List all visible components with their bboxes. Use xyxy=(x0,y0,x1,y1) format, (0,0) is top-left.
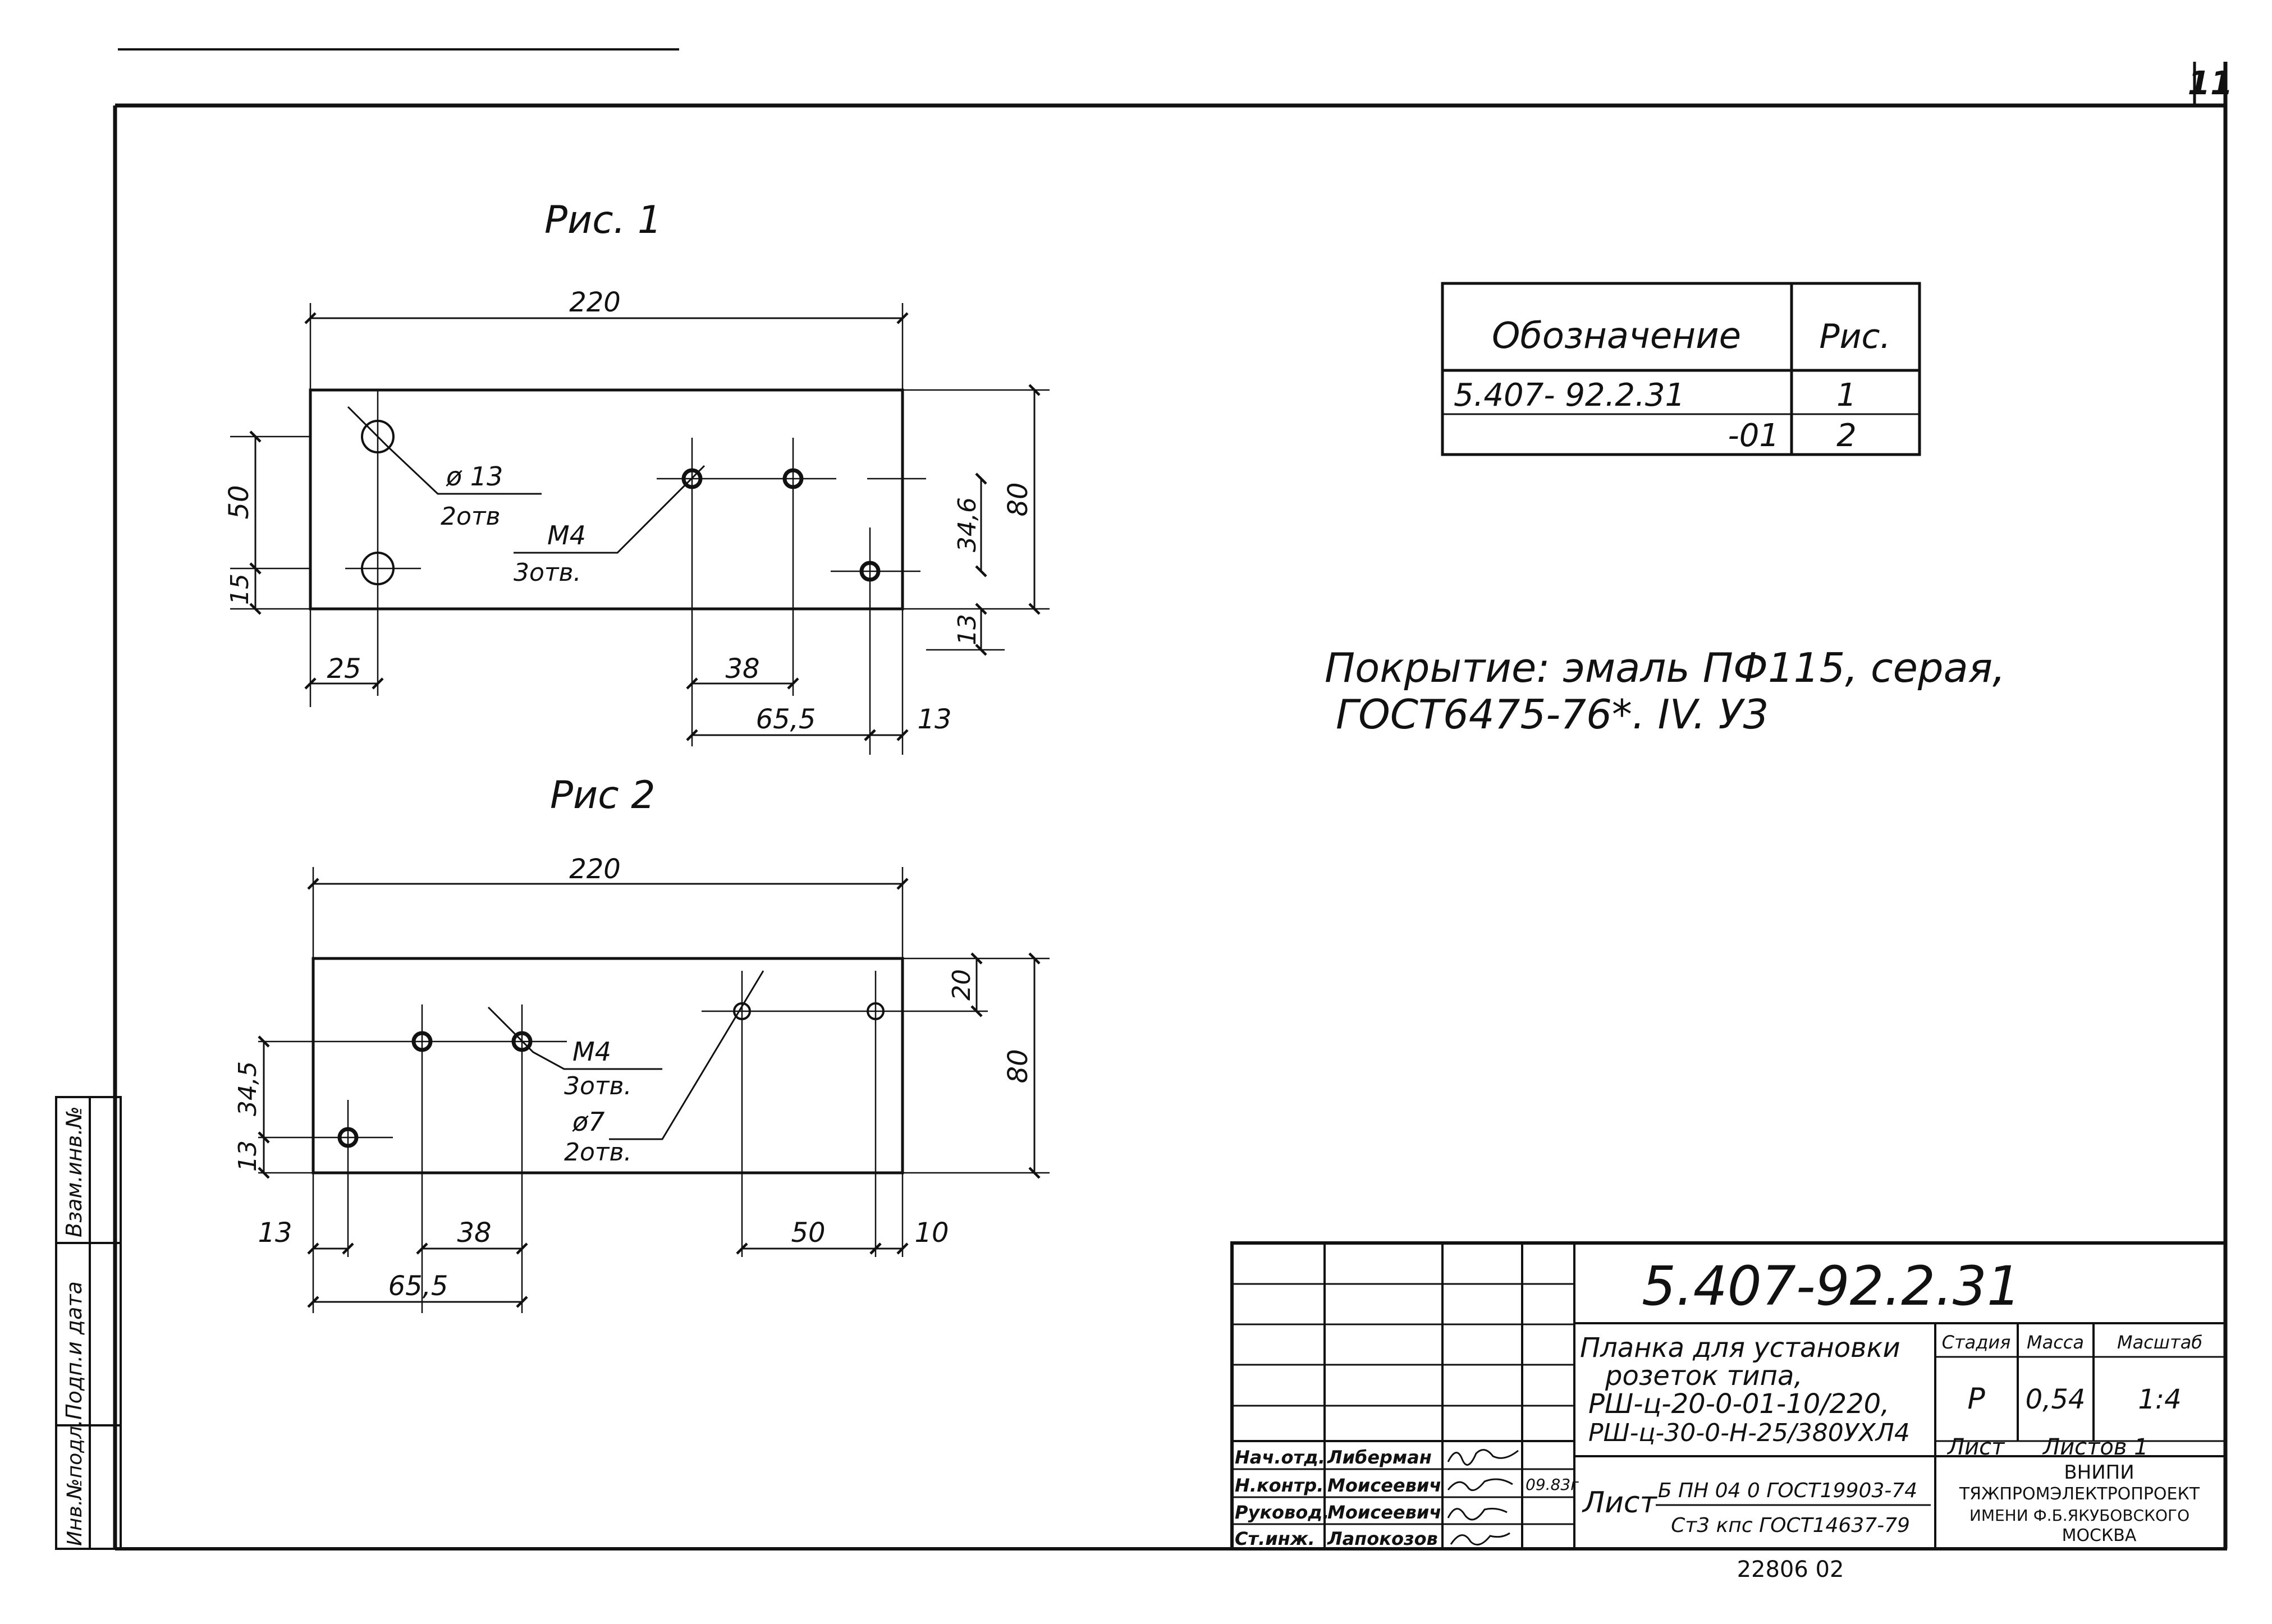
figure1-dim-left-50: 50 xyxy=(223,485,255,519)
designation-row1-code: 5.407- 92.2.31 xyxy=(1454,377,1685,414)
title-value-stage: Р xyxy=(1967,1382,1985,1416)
figure2-dim-height: 80 xyxy=(1002,1049,1034,1083)
title-org-3: ИМЕНИ Ф.Б.ЯКУБОВСКОГО xyxy=(1969,1506,2189,1525)
figure1-callout-hole-2: 2отв xyxy=(441,502,500,531)
side-stamp xyxy=(55,1096,122,1550)
coating-note-line1: Покрытие: эмаль ПФ115, серая, xyxy=(1325,644,2005,691)
designation-row2-code: -01 xyxy=(1728,418,1779,454)
figure2-plate xyxy=(312,957,904,1175)
figure2-dim-right-20: 20 xyxy=(947,969,976,1001)
designation-header: Обозначение xyxy=(1492,315,1741,357)
figure2-drawing xyxy=(258,867,1050,1313)
figure1-callout-thread-1: М4 xyxy=(547,520,586,550)
figure1-dim-right-13: 13 xyxy=(953,614,982,645)
figure1-plate xyxy=(309,388,904,611)
title-col-scale: Масштаб xyxy=(2117,1332,2202,1353)
title-role-2: Н.контр. xyxy=(1235,1475,1323,1496)
figure1-dim-bottom-38: 38 xyxy=(725,653,759,685)
title-role-1: Нач.отд. xyxy=(1235,1447,1325,1468)
figure2-callout-hole-1: ø7 xyxy=(572,1107,604,1137)
title-value-scale: 1:4 xyxy=(2138,1384,2181,1415)
title-block xyxy=(1230,1241,2227,1550)
title-org-1: ВНИПИ xyxy=(2064,1461,2134,1484)
title-role-4: Ст.инж. xyxy=(1235,1528,1315,1549)
designation-row1-fig: 1 xyxy=(1836,377,1857,414)
figure2-dim-bottom-13: 13 xyxy=(258,1217,292,1249)
designation-row2-fig: 2 xyxy=(1836,418,1857,454)
designation-table xyxy=(1441,282,1921,456)
title-sheets-label: Листов 1 xyxy=(2042,1434,2149,1460)
figure2-callout-hole-2: 2отв. xyxy=(564,1138,631,1167)
title-name-line2: розеток типа, xyxy=(1605,1360,1803,1392)
coating-note-line2: ГОСТ6475-76*. IV. У3 xyxy=(1336,691,1769,738)
side-stamp-signature: Подп.и дата xyxy=(62,1281,86,1420)
figure2-dim-bottom-655: 65,5 xyxy=(388,1270,448,1302)
figure1-dim-bottom-25: 25 xyxy=(327,653,361,685)
title-date: 09.83г xyxy=(1526,1475,1579,1494)
title-material-bottom: Ст3 кпс ГОСТ14637-79 xyxy=(1671,1514,1910,1537)
title-material-top: Б ПН 04 0 ГОСТ19903-74 xyxy=(1658,1479,1917,1502)
side-stamp-replace: Взам.инв.№ xyxy=(62,1106,86,1237)
title-name-2: Моисеевич xyxy=(1327,1475,1441,1496)
figure1-title: Рис. 1 xyxy=(544,198,662,242)
side-stamp-inventory: Инв.№подл. xyxy=(63,1420,86,1546)
figure2-dim-bottom-10: 10 xyxy=(914,1217,949,1249)
title-org-2: ТЯЖПРОМЭЛЕКТРОПРОЕКТ xyxy=(1959,1484,2200,1504)
title-sheet-label: Лист xyxy=(1946,1434,2005,1460)
title-org-4: МОСКВА xyxy=(2062,1526,2137,1545)
figure1-dim-height: 80 xyxy=(1002,482,1034,516)
figure1-dim-bottom-655: 65,5 xyxy=(756,704,816,735)
title-role-3: Руковод. xyxy=(1235,1502,1329,1523)
figure2-title: Рис 2 xyxy=(550,773,655,818)
title-name-3: Моисеевич xyxy=(1327,1502,1441,1523)
title-name-line4: РШ-ц-30-0-Н-25/380УХЛ4 xyxy=(1588,1419,1910,1447)
figure2-callout-thread-1: М4 xyxy=(572,1036,611,1067)
title-name-line1: Планка для установки xyxy=(1580,1332,1900,1364)
title-doc-code: 5.407-92.2.31 xyxy=(1642,1255,2021,1318)
figure2-dim-left-13: 13 xyxy=(233,1140,262,1172)
sheet-number: 11 xyxy=(2188,64,2233,102)
figure2-dim-width: 220 xyxy=(569,854,621,885)
figure1-dim-left-15: 15 xyxy=(226,574,254,605)
title-name-line3: РШ-ц-20-0-01-10/220, xyxy=(1588,1388,1889,1420)
figure2-dim-left-345: 34,5 xyxy=(233,1061,262,1116)
figure2-dim-bottom-38: 38 xyxy=(457,1217,491,1249)
bottom-number: 22806 02 xyxy=(1737,1557,1844,1582)
signatures xyxy=(1447,1449,1519,1546)
figure1-dim-bottom-13: 13 xyxy=(917,704,951,735)
title-name-4: Лапокозов xyxy=(1327,1528,1438,1549)
figure1-drawing xyxy=(230,303,1050,755)
title-name-1: Либерман xyxy=(1327,1447,1432,1468)
title-col-stage: Стадия xyxy=(1942,1332,2011,1353)
figure1-callout-thread-2: 3отв. xyxy=(514,558,581,587)
title-value-mass: 0,54 xyxy=(2026,1384,2086,1415)
figure-header: Рис. xyxy=(1819,317,1890,356)
figure2-dim-bottom-50: 50 xyxy=(791,1217,825,1249)
figure1-callout-hole-1: ø 13 xyxy=(446,461,503,492)
figure1-dim-right-346: 34,6 xyxy=(953,497,982,552)
title-material-label: Лист xyxy=(1582,1486,1657,1520)
figure2-callout-thread-2: 3отв. xyxy=(564,1072,631,1100)
title-col-mass: Масса xyxy=(2027,1332,2084,1353)
figure1-dim-width: 220 xyxy=(569,287,621,318)
